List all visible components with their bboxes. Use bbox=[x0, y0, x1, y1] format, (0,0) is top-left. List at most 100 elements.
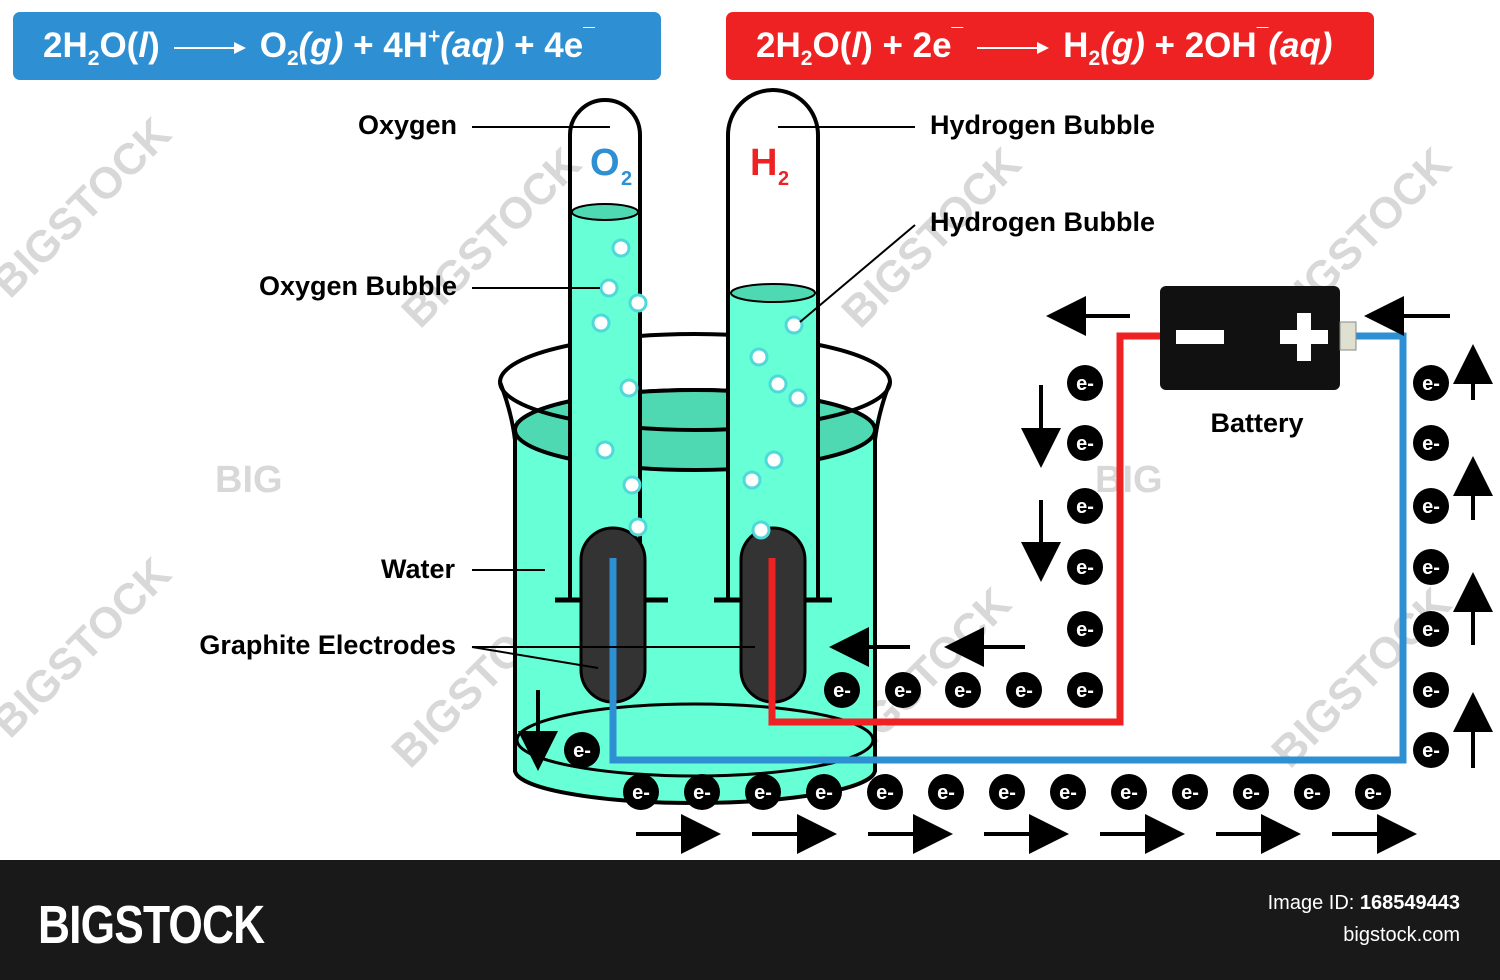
electron-label: e- bbox=[876, 782, 894, 804]
electron-label: e- bbox=[998, 782, 1016, 804]
hydrogen-test-tube: H 2 bbox=[714, 88, 832, 603]
electron: e- bbox=[1413, 611, 1449, 647]
electron: e- bbox=[1067, 549, 1103, 585]
oxygen-bubble bbox=[619, 378, 639, 398]
reaction-arrow-icon bbox=[977, 38, 1050, 58]
oxygen-bubble-label: Oxygen Bubble bbox=[259, 271, 457, 301]
electron: e- bbox=[1413, 488, 1449, 524]
beaker bbox=[498, 332, 892, 805]
watermark-small: BIG bbox=[215, 459, 283, 501]
electron-label: e- bbox=[833, 680, 851, 702]
electron-label: e- bbox=[1120, 782, 1138, 804]
graphite-electrodes-label: Graphite Electrodes bbox=[199, 630, 456, 660]
diagram-canvas: BIGSTOCK BIGSTOCK BIGSTOCK BIGSTOCK BIGS… bbox=[0, 88, 1493, 854]
brand-logo: BIGSTOCK bbox=[38, 895, 265, 955]
electron-markers: e-e-e-e-e-e-e-e-e-e-e-e-e-e-e-e-e-e-e-e-… bbox=[564, 365, 1449, 810]
h2-subscript: 2 bbox=[778, 168, 789, 190]
oxygen-bubble bbox=[628, 293, 648, 313]
electron-label: e- bbox=[1422, 619, 1440, 641]
electron: e- bbox=[1355, 774, 1391, 810]
electron-label: e- bbox=[1076, 433, 1094, 455]
bubbles bbox=[591, 238, 808, 540]
electron-label: e- bbox=[937, 782, 955, 804]
electron-label: e- bbox=[1076, 680, 1094, 702]
battery-label: Battery bbox=[1210, 408, 1303, 438]
hydrogen-bubble-label: Hydrogen Bubble bbox=[930, 207, 1155, 237]
electron: e- bbox=[1172, 774, 1208, 810]
electron-label: e- bbox=[1422, 433, 1440, 455]
electron: e- bbox=[824, 672, 860, 708]
watermark: BIGSTOCK bbox=[392, 139, 590, 337]
electron: e- bbox=[1111, 774, 1147, 810]
wires bbox=[609, 332, 1407, 764]
electron: e- bbox=[684, 774, 720, 810]
electron: e- bbox=[1413, 732, 1449, 768]
watermark: BIGSTOCK bbox=[832, 139, 1030, 337]
battery-minus-icon bbox=[1176, 330, 1224, 344]
electron: e- bbox=[1413, 672, 1449, 708]
site-link[interactable]: bigstock.com bbox=[1343, 924, 1460, 946]
hydrogen-gas-label: Hydrogen Bubble bbox=[930, 110, 1155, 140]
labels: Oxygen Hydrogen Bubble Hydrogen Bubble O… bbox=[199, 110, 1155, 669]
oxygen-label: Oxygen bbox=[358, 110, 457, 140]
electron-label: e- bbox=[1422, 557, 1440, 579]
electron-flow-arrows bbox=[518, 296, 1493, 854]
electron-label: e- bbox=[1076, 496, 1094, 518]
electron-label: e- bbox=[1422, 740, 1440, 762]
electron-label: e- bbox=[1015, 680, 1033, 702]
electron-label: e- bbox=[1076, 373, 1094, 395]
hydrogen-bubble bbox=[749, 347, 769, 367]
electron-label: e- bbox=[1303, 782, 1321, 804]
electron: e- bbox=[1413, 365, 1449, 401]
battery: Battery bbox=[1160, 286, 1357, 438]
electron-label: e- bbox=[815, 782, 833, 804]
positive-wire bbox=[768, 332, 1162, 726]
water-label: Water bbox=[381, 554, 456, 584]
oxygen-bubble bbox=[611, 238, 631, 258]
electron-label: e- bbox=[1422, 680, 1440, 702]
anode-equation: 2H2O(l)O2(g) + 4H+(aq) + 4e¯ bbox=[13, 12, 661, 80]
electron-label: e- bbox=[954, 680, 972, 702]
electron: e- bbox=[867, 774, 903, 810]
image-id: Image ID: 168549443 bbox=[1267, 892, 1460, 914]
electron: e- bbox=[989, 774, 1025, 810]
oxygen-bubble bbox=[595, 440, 615, 460]
hydrogen-bubble bbox=[742, 470, 762, 490]
electron: e- bbox=[1413, 425, 1449, 461]
h2-label: H bbox=[750, 142, 777, 184]
oxygen-bubble bbox=[622, 475, 642, 495]
electron-label: e- bbox=[1422, 496, 1440, 518]
battery-terminal bbox=[1339, 321, 1357, 351]
electron: e- bbox=[1294, 774, 1330, 810]
footer-bar: BIGSTOCK Image ID: 168549443 bigstock.co… bbox=[0, 860, 1500, 980]
electron: e- bbox=[1413, 549, 1449, 585]
electron-label: e- bbox=[1242, 782, 1260, 804]
hydrogen-bubble bbox=[751, 520, 771, 540]
electron-label: e- bbox=[632, 782, 650, 804]
electron: e- bbox=[1067, 488, 1103, 524]
electron: e- bbox=[1067, 611, 1103, 647]
reaction-arrow-icon bbox=[173, 38, 246, 58]
electron: e- bbox=[745, 774, 781, 810]
cathode-equation: 2H2O(l) + 2e¯H2(g) + 2OH¯(aq) bbox=[726, 12, 1374, 80]
hydrogen-bubble bbox=[764, 450, 784, 470]
electron-label: e- bbox=[1076, 557, 1094, 579]
electron-label: e- bbox=[1181, 782, 1199, 804]
electron: e- bbox=[1067, 672, 1103, 708]
electron: e- bbox=[928, 774, 964, 810]
electron: e- bbox=[564, 732, 600, 768]
electron-label: e- bbox=[573, 740, 591, 762]
o2-label: O bbox=[590, 142, 620, 184]
electron-label: e- bbox=[1422, 373, 1440, 395]
electron-label: e- bbox=[1076, 619, 1094, 641]
electron: e- bbox=[623, 774, 659, 810]
electron-label: e- bbox=[1059, 782, 1077, 804]
electron: e- bbox=[1067, 365, 1103, 401]
electron: e- bbox=[1050, 774, 1086, 810]
electron: e- bbox=[806, 774, 842, 810]
electron-label: e- bbox=[1364, 782, 1382, 804]
electron: e- bbox=[1067, 425, 1103, 461]
electron-label: e- bbox=[894, 680, 912, 702]
o2-subscript: 2 bbox=[621, 168, 632, 190]
